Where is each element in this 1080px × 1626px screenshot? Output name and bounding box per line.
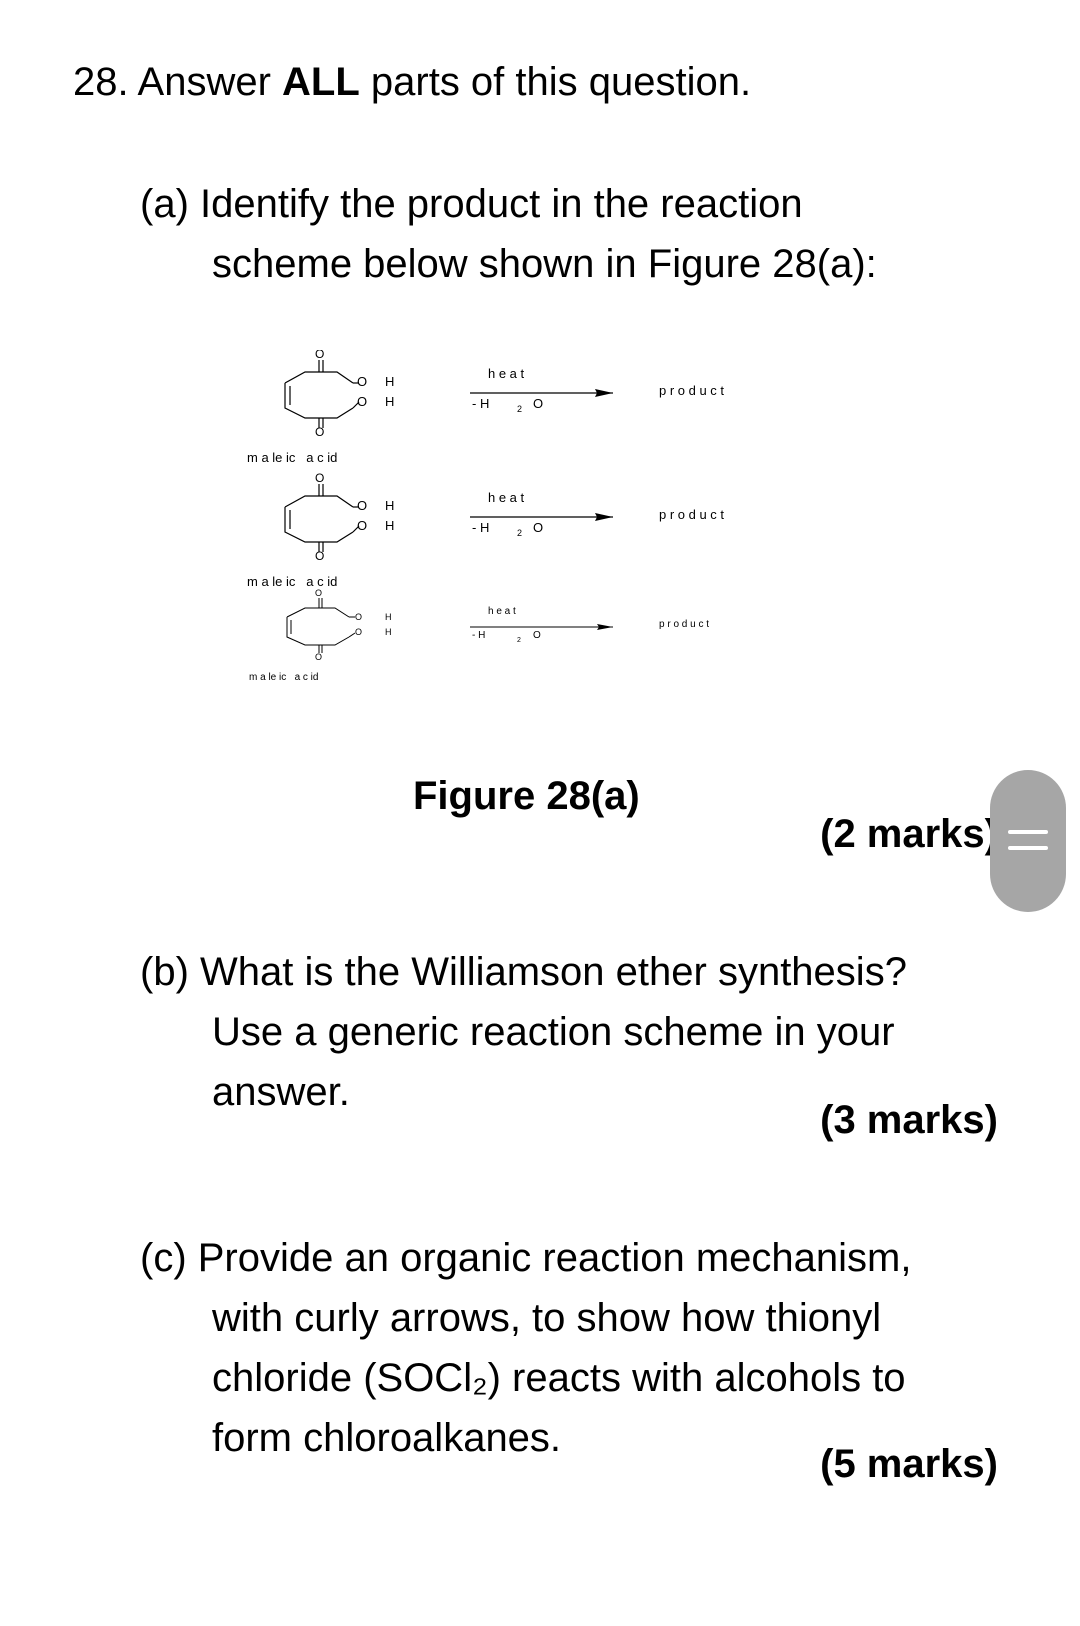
atom-h: H (385, 394, 394, 409)
question-number-label: 28. Answer (73, 60, 283, 104)
atom-h: H (385, 627, 392, 637)
part-a-marks: (2 marks) (820, 812, 998, 856)
maleic-acid-structure (284, 484, 360, 552)
reactant-label: m a le ic a c id (249, 672, 318, 683)
part-c-line: (c) Provide an organic reaction mechanis… (140, 1236, 912, 1280)
part-c-line: form chloroalkanes. (212, 1416, 562, 1460)
maleic-acid-structure (286, 598, 356, 653)
atom-o: O (355, 612, 362, 622)
condition-o: O (533, 396, 543, 411)
atom-h: H (385, 498, 394, 513)
atom-o: O (315, 588, 322, 598)
atom-o: O (315, 471, 324, 485)
question-title: 28. Answer ALL parts of this question. (73, 58, 751, 106)
figure-caption: Figure 28(a) (413, 774, 640, 818)
condition-o: O (533, 520, 543, 535)
condition-bottom: - H (472, 520, 489, 535)
part-b-marks: (3 marks) (820, 1098, 998, 1142)
condition-subscript: 2 (517, 528, 522, 538)
part-a-line: scheme below shown in Figure 28(a): (212, 242, 877, 286)
atom-o: O (315, 652, 322, 662)
question-rest: parts of this question. (359, 60, 752, 104)
part-c-line: chloride (SOCl₂) reacts with alcohols to (212, 1356, 906, 1400)
part-c-text: (c) Provide an organic reaction mechanis… (140, 1228, 960, 1468)
grip-line (1008, 830, 1048, 834)
part-a-line: (a) Identify the product in the reaction (140, 182, 803, 226)
atom-h: H (385, 612, 392, 622)
part-b-line: (b) What is the Williamson ether synthes… (140, 950, 907, 994)
grip-line (1008, 846, 1048, 850)
reaction-scheme-svg: O O H O H O m a le ic a c id h e a t - H… (247, 347, 724, 683)
condition-subscript: 2 (517, 637, 521, 644)
part-b-line: Use a generic reaction scheme in your (212, 1010, 895, 1054)
atom-o: O (357, 374, 367, 389)
product-label: p r o d u c t (659, 383, 724, 398)
part-b-text: (b) What is the Williamson ether synthes… (140, 942, 960, 1122)
product-label: p r o d u c t (659, 507, 724, 522)
condition-top: h e a t (488, 606, 516, 617)
maleic-acid-structure (284, 360, 360, 428)
atom-o: O (315, 549, 324, 563)
scroll-grip-icon[interactable] (990, 770, 1066, 912)
scheme-row-2: O O H O H O m a le ic a c id h e a t - H… (247, 471, 724, 589)
reaction-arrowhead (597, 624, 613, 630)
atom-o: O (315, 425, 324, 439)
atom-h: H (385, 518, 394, 533)
condition-o: O (533, 630, 541, 641)
reactant-label: m a le ic a c id (247, 574, 337, 589)
part-c-line: with curly arrows, to show how thionyl (212, 1296, 882, 1340)
atom-o: O (315, 350, 324, 361)
condition-top: h e a t (488, 366, 525, 381)
condition-subscript: 2 (517, 404, 522, 414)
part-b-line: answer. (212, 1070, 350, 1114)
atom-h: H (385, 374, 394, 389)
condition-bottom: - H (472, 630, 485, 641)
atom-o: O (357, 518, 367, 533)
scheme-row-3: O O H O H O m a le ic a c id h e a t - H… (249, 588, 709, 683)
part-c-marks: (5 marks) (820, 1442, 998, 1486)
scheme-row-1: O O H O H O m a le ic a c id h e a t - H… (247, 347, 724, 465)
reaction-arrowhead (595, 513, 613, 521)
reactant-label: m a le ic a c id (247, 450, 337, 465)
condition-bottom: - H (472, 396, 489, 411)
atom-o: O (357, 498, 367, 513)
atom-o: O (355, 627, 362, 637)
condition-top: h e a t (488, 490, 525, 505)
part-a-text: (a) Identify the product in the reaction… (140, 174, 940, 294)
reaction-scheme: O O H O H O m a le ic a c id h e a t - H… (245, 347, 825, 710)
atom-o: O (357, 394, 367, 409)
product-label: p r o d u c t (659, 619, 709, 630)
reaction-arrowhead (595, 389, 613, 397)
question-emphasis: ALL (282, 60, 360, 104)
